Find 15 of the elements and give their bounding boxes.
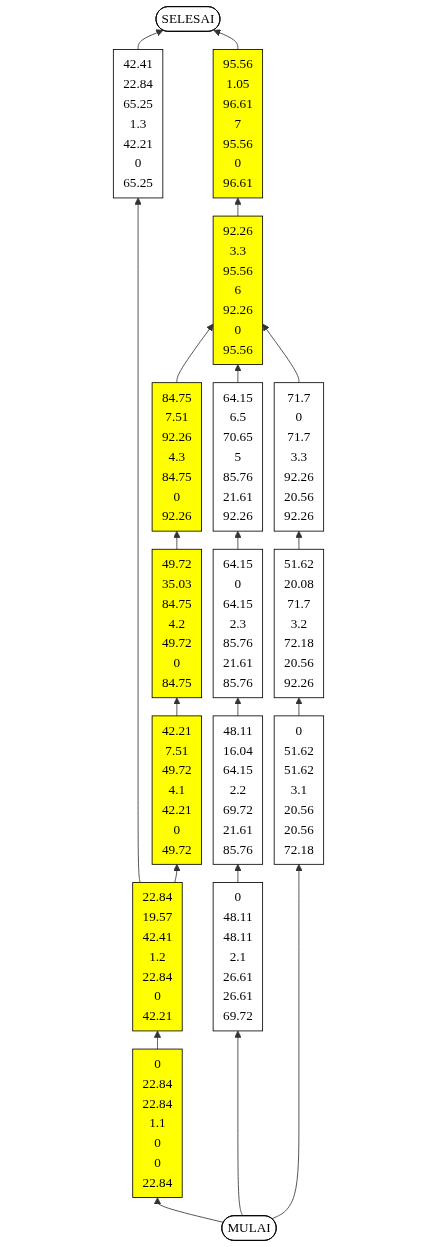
node-box: 64.15 0 64.15 2.3 85.76 21.61 85.76 [212, 548, 264, 699]
node-box: 64.15 6.5 70.65 5 85.76 21.61 92.26 [212, 382, 264, 532]
node-box: 48.11 16.04 64.15 2.2 69.72 21.61 85.76 [212, 715, 264, 865]
node-box: 49.72 35.03 84.75 4.2 49.72 0 84.75 [151, 548, 202, 699]
node-box: 0 51.62 51.62 3.1 20.56 20.56 72.18 [273, 715, 325, 865]
node-box: 95.56 1.05 96.61 7 95.56 0 96.61 [212, 49, 264, 199]
node-box: 22.84 19.57 42.41 1.2 22.84 0 42.21 [132, 882, 183, 1032]
node-box: 51.62 20.08 71.7 3.2 72.18 20.56 92.26 [273, 548, 325, 699]
node-box: 0 22.84 22.84 1.1 0 0 22.84 [132, 1048, 183, 1198]
node-box: 0 48.11 48.11 2.1 26.61 26.61 69.72 [212, 882, 264, 1032]
node-box: 71.7 0 71.7 3.3 92.26 20.56 92.26 [273, 382, 325, 532]
node-box: 42.21 7.51 49.72 4.1 42.21 0 49.72 [151, 715, 202, 865]
node-box: 84.75 7.51 92.26 4.3 84.75 0 92.26 [151, 382, 202, 532]
node-box: 42.41 22.84 65.25 1.3 42.21 0 65.25 [112, 49, 164, 199]
node-box: 92.26 3.3 95.56 6 92.26 0 95.56 [212, 215, 264, 365]
